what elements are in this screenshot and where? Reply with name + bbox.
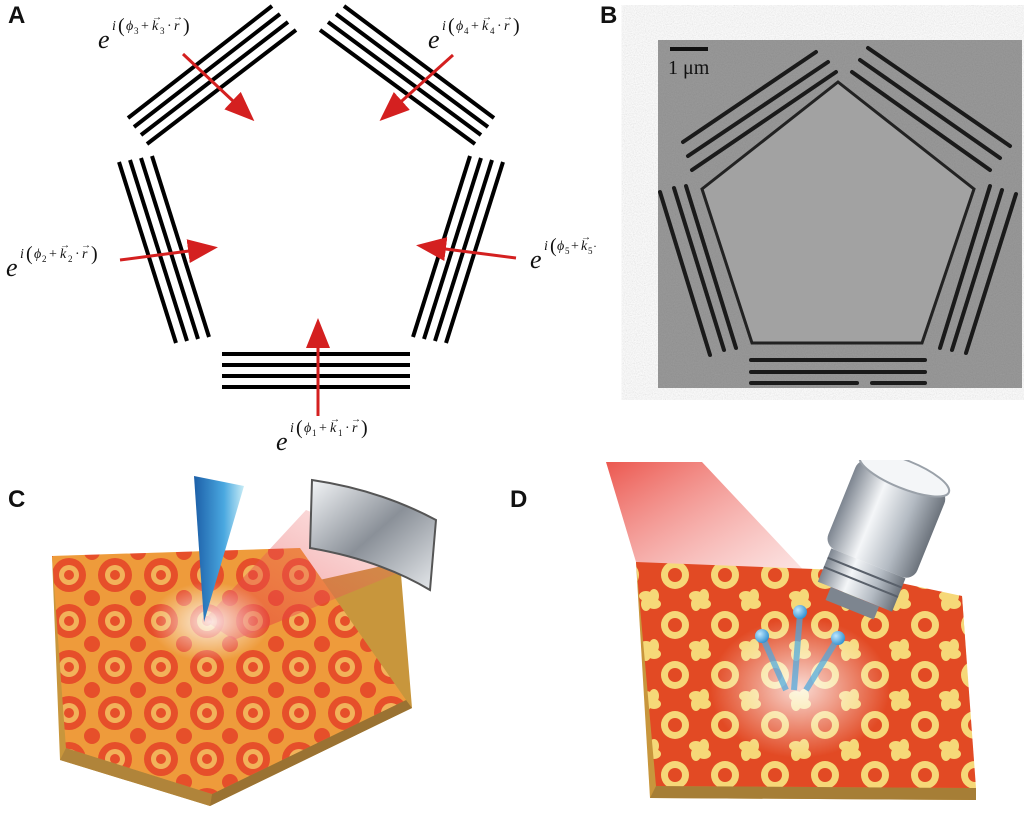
svg-text:ϕ: ϕ [126,19,133,34]
svg-text:+: + [49,247,57,262]
scale-bar [670,47,708,51]
svg-text:+: + [471,19,479,34]
svg-text:→: → [581,232,591,243]
svg-text:→: → [330,414,340,425]
grating-top-right [318,4,496,146]
panel-a-schematic: e i ( ϕ 3 + k → 3 · r → ) e i ( ϕ 4 + k … [6,4,597,456]
svg-text:2: 2 [42,254,47,264]
svg-text:e: e [6,253,18,282]
svg-text:k: k [482,19,489,34]
svg-text:→: → [482,12,492,23]
svg-text:i: i [112,19,116,34]
sample-surface-c [52,548,406,794]
formula-2: e i ( ϕ 2 + k → 2 · r → ) [6,240,98,282]
svg-text:(: ( [296,417,303,439]
svg-text:r: r [504,19,510,34]
scale-bar-label: 1 μm [668,57,710,79]
svg-text:r: r [82,247,88,262]
svg-text:i: i [544,239,548,254]
svg-text:·: · [167,19,172,34]
svg-text:5: 5 [565,246,570,256]
panel-b-sem-image: 1 μm [658,40,1022,388]
svg-text:2: 2 [68,254,73,264]
svg-text:→: → [60,240,70,251]
formula-5: e i ( ϕ 5 + k → 5 · [530,232,597,274]
svg-text:i: i [290,421,294,436]
panel-d-illustration [606,460,976,800]
svg-text:1: 1 [338,428,343,438]
svg-text:ϕ: ϕ [34,247,41,262]
trapped-particles [755,605,845,692]
svg-text:r: r [174,19,180,34]
svg-text:+: + [141,19,149,34]
panel-label-d: D [510,486,528,513]
sem-gratings [658,46,1018,385]
svg-text:e: e [530,245,542,274]
panel-label-c: C [8,486,26,513]
svg-text:ϕ: ϕ [557,239,564,254]
svg-text:4: 4 [490,26,495,36]
svg-text:→: → [173,12,183,23]
svg-text:+: + [571,239,579,254]
formula-4: e i ( ϕ 4 + k → 4 · r → ) [428,12,520,54]
svg-text:1: 1 [312,428,317,438]
svg-text:·: · [75,247,80,262]
svg-text:(: ( [118,15,125,37]
svg-text:ϕ: ϕ [456,19,463,34]
svg-text:k: k [60,247,67,262]
wave-arrow-4 [379,53,455,122]
wave-arrow-3 [181,52,255,122]
grating-left [117,155,211,344]
svg-text:3: 3 [134,26,139,36]
svg-text:3: 3 [160,26,165,36]
svg-text:): ) [361,417,368,439]
svg-text:e: e [428,25,440,54]
svg-text:·: · [497,19,502,34]
panel-label-b: B [600,2,618,29]
svg-text:r: r [352,421,358,436]
svg-text:→: → [152,12,162,23]
svg-text:→: → [503,12,513,23]
panel-c-illustration [52,476,438,806]
svg-text:i: i [442,19,446,34]
svg-text:e: e [276,427,288,456]
microscope-objective [817,460,951,620]
curved-mirror [308,478,438,592]
svg-text:): ) [183,15,190,37]
svg-text:5: 5 [588,246,593,256]
wave-arrow-5 [416,237,517,261]
grating-top-left [126,4,298,146]
svg-text:ϕ: ϕ [304,421,311,436]
svg-text:·: · [345,421,350,436]
svg-text:): ) [91,243,98,265]
svg-text:+: + [319,421,327,436]
svg-text:→: → [81,240,91,251]
svg-text:i: i [20,247,24,262]
svg-text:4: 4 [464,26,469,36]
probe-tip [194,476,244,622]
svg-text:(: ( [550,235,557,257]
svg-text:e: e [98,25,110,54]
svg-text:·: · [593,239,597,253]
svg-text:k: k [330,421,337,436]
svg-text:→: → [351,414,361,425]
wave-arrow-2 [119,239,218,264]
svg-text:(: ( [448,15,455,37]
svg-text:k: k [581,239,588,254]
svg-text:): ) [513,15,520,37]
formula-1: e i ( ϕ 1 + k → 1 · r → ) [276,414,368,456]
grating-bottom [222,352,410,389]
pentagon-boundary [700,80,976,345]
svg-text:k: k [152,19,159,34]
formula-3: e i ( ϕ 3 + k → 3 · r → ) [98,12,190,54]
svg-text:(: ( [26,243,33,265]
panel-label-a: A [8,2,26,29]
